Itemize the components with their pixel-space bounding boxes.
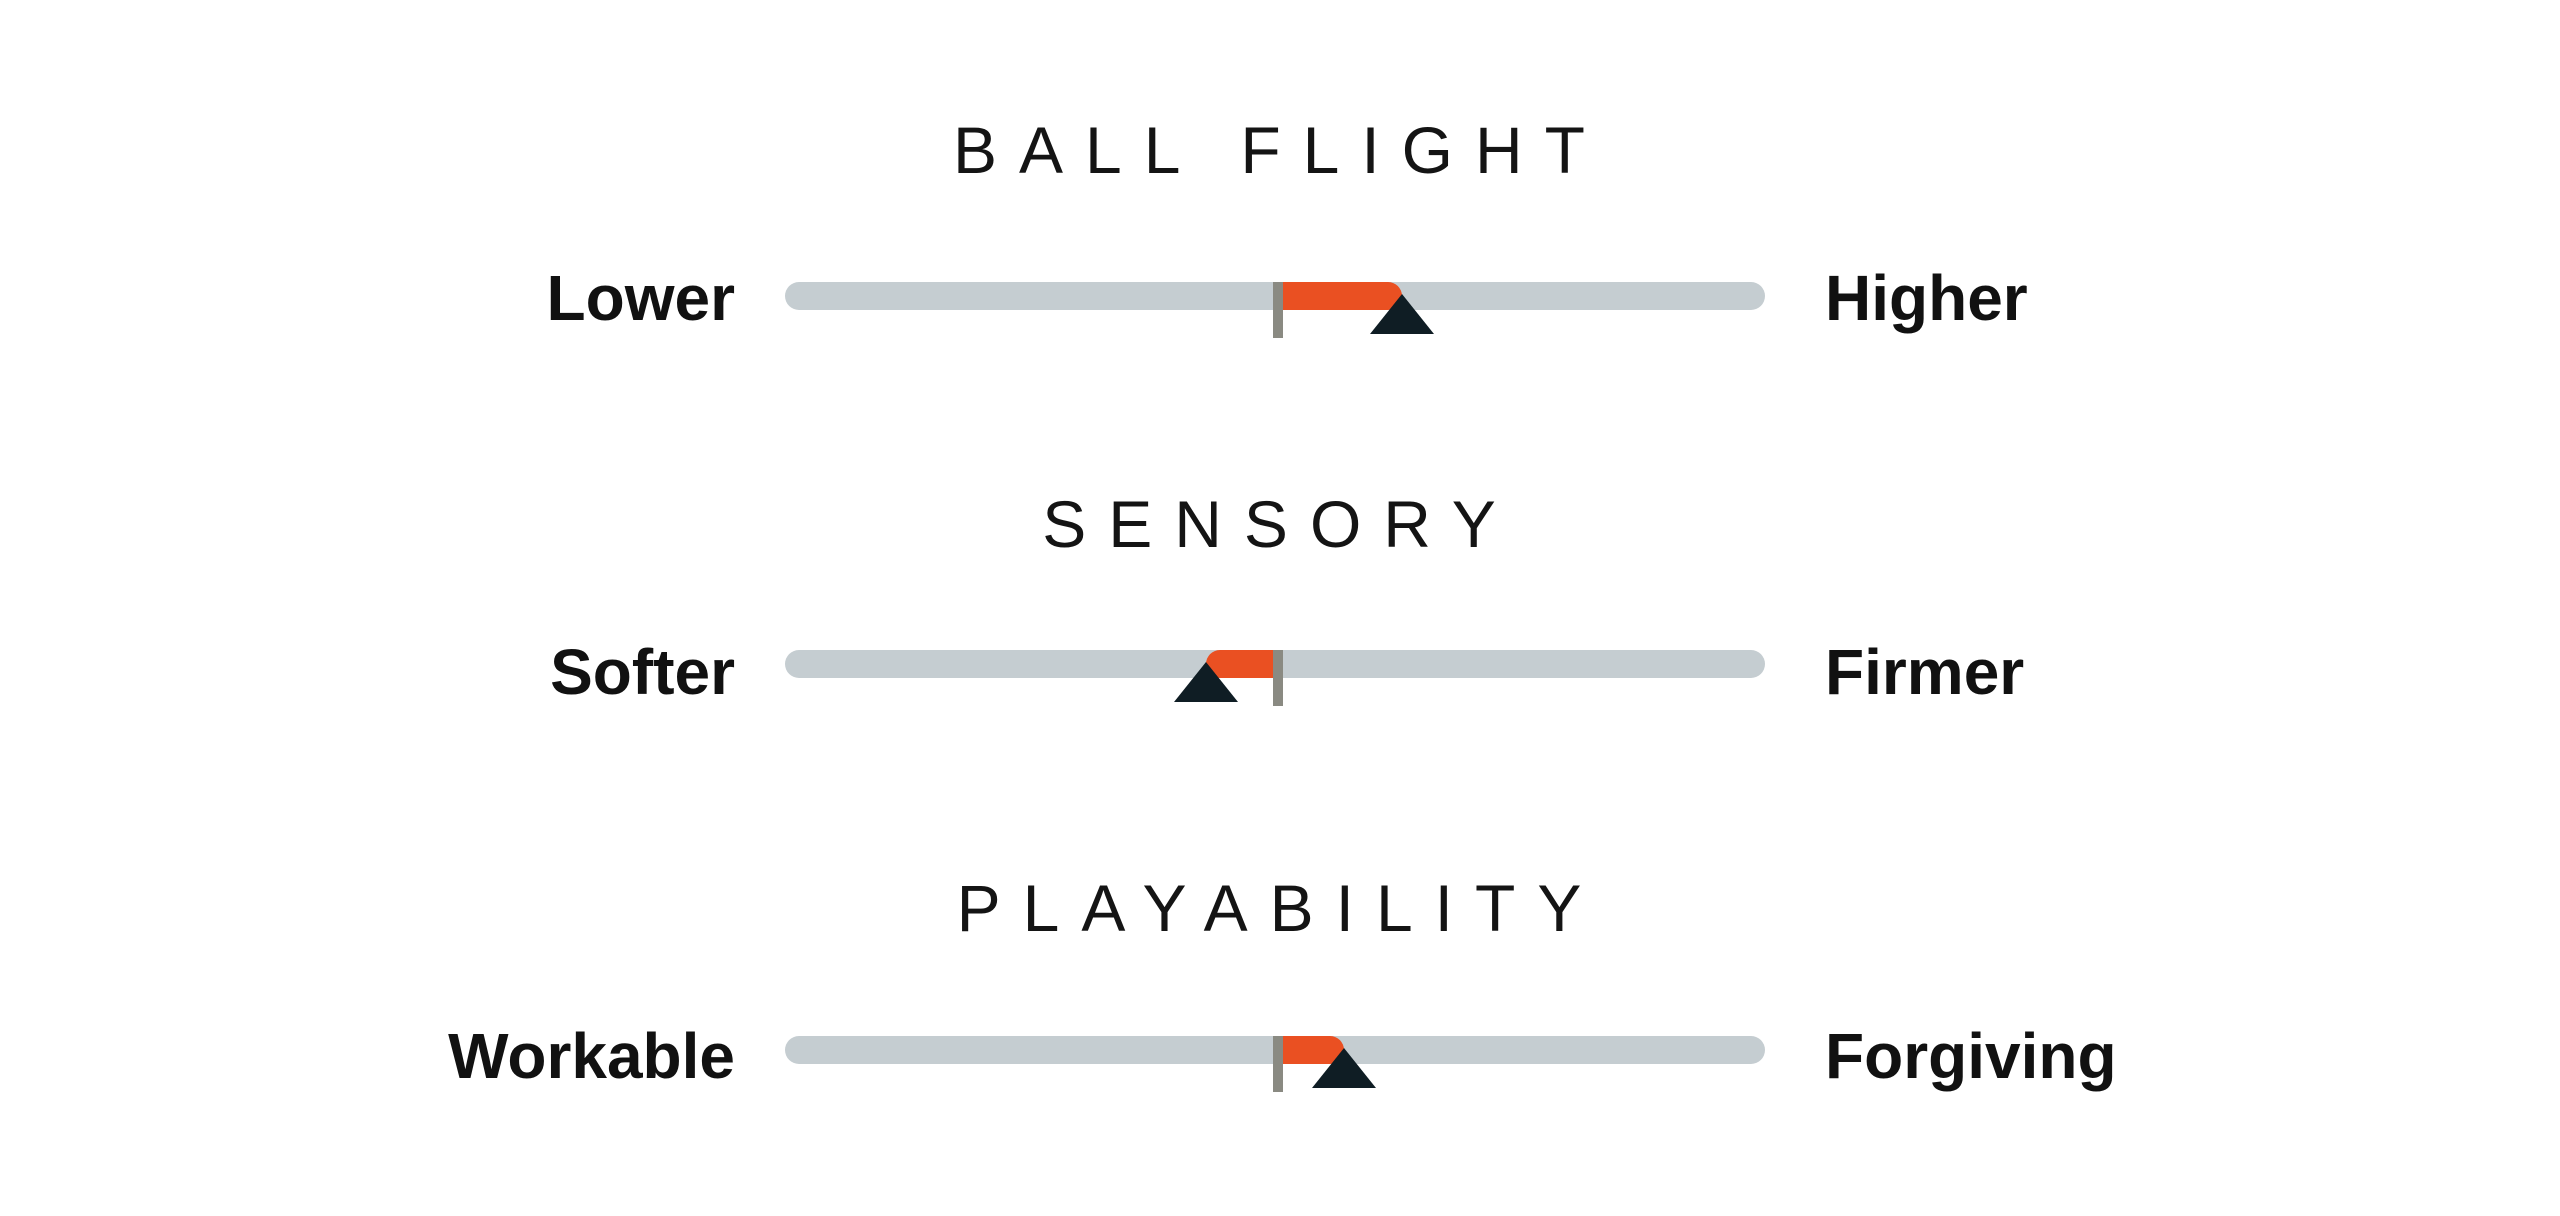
triangle-pointer-icon: [1370, 294, 1435, 334]
triangle-pointer-icon: [1311, 1048, 1376, 1088]
scale-right-label: Forgiving: [1825, 1020, 2117, 1092]
scale-left-label: Softer: [550, 636, 735, 708]
scale-left-label: Workable: [448, 1020, 735, 1092]
scale-right-label: Higher: [1825, 262, 2028, 334]
center-marker: [1273, 650, 1283, 706]
scale-ball-flight: BALL FLIGHT Lower Higher: [0, 110, 2560, 350]
scale-sensory: SENSORY Softer Firmer: [0, 484, 2560, 724]
scale-title: BALL FLIGHT: [952, 113, 1608, 187]
triangle-pointer-icon: [1174, 662, 1239, 702]
scale-title: PLAYABILITY: [956, 871, 1604, 945]
scale-right-label: Firmer: [1825, 636, 2025, 708]
center-marker: [1273, 282, 1283, 338]
center-marker: [1273, 1036, 1283, 1092]
slider-fill: [1278, 282, 1403, 310]
scale-left-label: Lower: [546, 262, 735, 334]
slider-fill: [1278, 1036, 1344, 1064]
scale-playability: PLAYABILITY Workable Forgiving: [0, 868, 2560, 1108]
slider-fill: [1206, 650, 1278, 678]
scale-title: SENSORY: [1042, 487, 1518, 561]
